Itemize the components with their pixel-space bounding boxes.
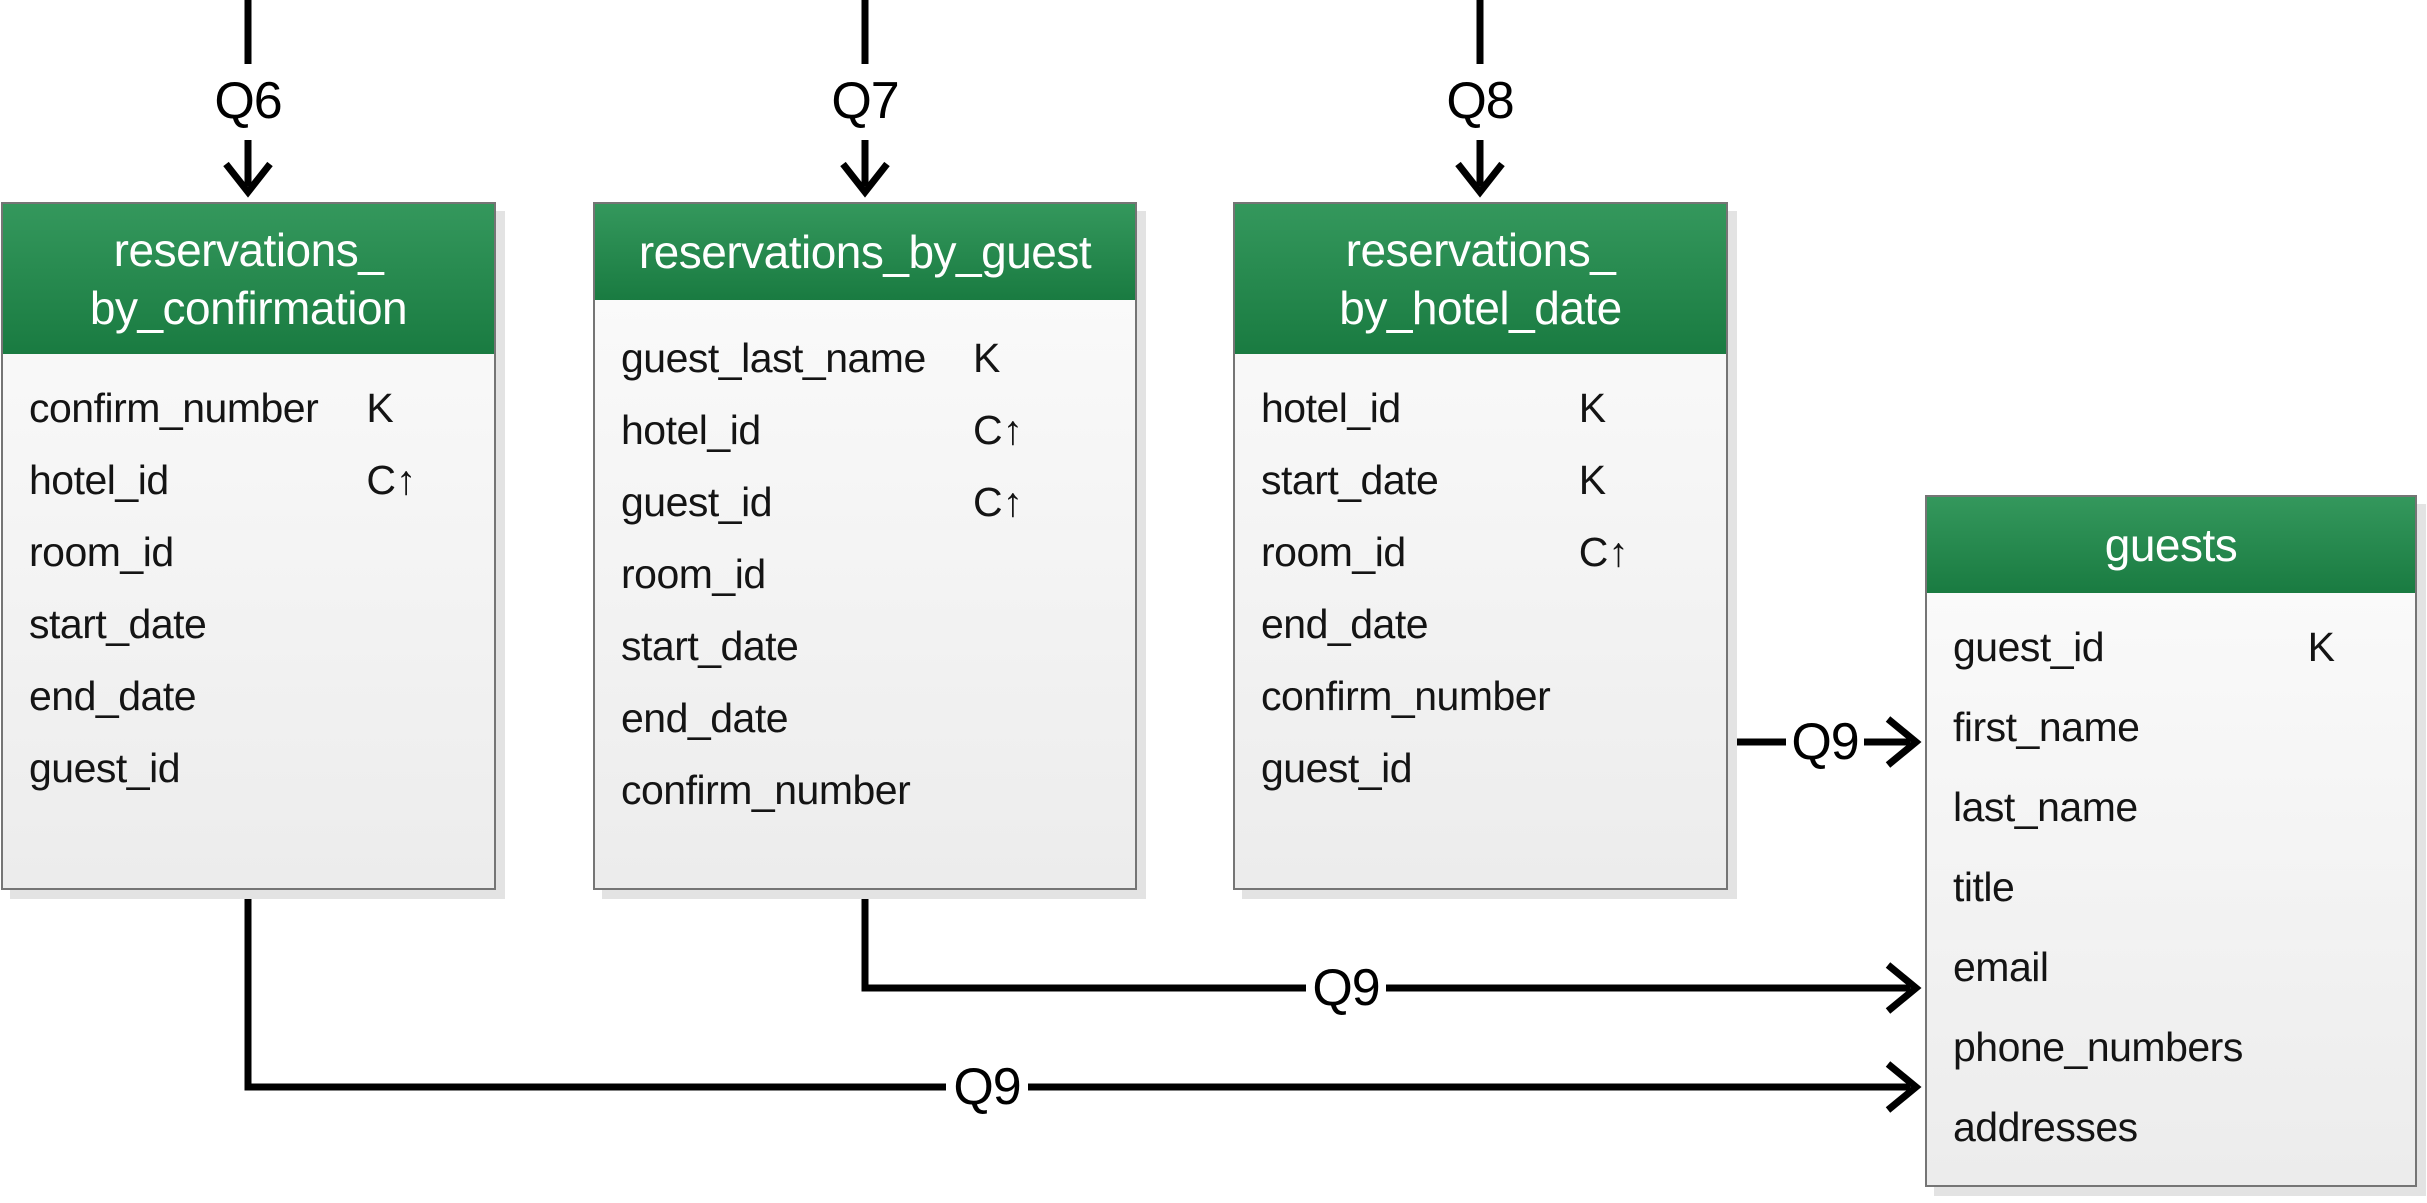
field-key-annotation: C↑ bbox=[973, 407, 1024, 453]
field-row: title bbox=[1927, 847, 2415, 927]
field-name: start_date bbox=[621, 623, 799, 669]
field-row: guest_id bbox=[3, 732, 494, 804]
field-row: start_date K bbox=[1235, 444, 1726, 516]
field-key-annotation: K bbox=[1578, 385, 1607, 431]
q9-label-guest: Q9 bbox=[1312, 959, 1380, 1017]
field-row: guest_id K bbox=[1927, 607, 2415, 687]
field-row: end_date bbox=[1235, 588, 1726, 660]
field-name: addresses bbox=[1953, 1104, 2138, 1150]
field-name: confirm_number bbox=[29, 385, 319, 431]
field-name: guest_id bbox=[1953, 624, 2105, 670]
field-name: start_date bbox=[29, 601, 207, 647]
table-header: guests bbox=[1927, 497, 2415, 593]
q7-label: Q7 bbox=[831, 72, 899, 130]
field-key-annotation: K bbox=[366, 385, 394, 431]
table-title-line: guests bbox=[2104, 519, 2238, 571]
field-row: hotel_id C↑ bbox=[595, 394, 1135, 466]
field-row: email bbox=[1927, 927, 2415, 1007]
field-name: room_id bbox=[621, 551, 766, 597]
field-name: end_date bbox=[621, 695, 789, 741]
field-list: guest_id K first_name last_name title ema… bbox=[1927, 593, 2415, 1167]
field-row: end_date bbox=[3, 660, 494, 732]
field-row: room_id C↑ bbox=[1235, 516, 1726, 588]
field-name: hotel_id bbox=[1261, 385, 1401, 431]
field-name: confirm_number bbox=[621, 767, 911, 813]
table-header: reservations_ by_hotel_date bbox=[1235, 204, 1726, 354]
field-name: end_date bbox=[29, 673, 197, 719]
table-header: reservations_ by_confirmation bbox=[3, 204, 494, 354]
table-header: reservations_by_guest bbox=[595, 204, 1135, 300]
table-title-line: reservations_ bbox=[1345, 224, 1616, 276]
field-name: guest_id bbox=[621, 479, 773, 525]
field-key-annotation: C↑ bbox=[1578, 529, 1629, 575]
field-key-annotation: C↑ bbox=[973, 479, 1024, 525]
table-reservations-by-guest: reservations_by_guest guest_last_name K h… bbox=[593, 202, 1137, 890]
table-title-line: by_confirmation bbox=[89, 282, 408, 334]
field-row: guest_id bbox=[1235, 732, 1726, 804]
field-row: confirm_number bbox=[1235, 660, 1726, 732]
field-name: guest_last_name bbox=[621, 335, 926, 381]
field-row: end_date bbox=[595, 682, 1135, 754]
field-name: phone_numbers bbox=[1953, 1024, 2243, 1070]
field-list: confirm_number K hotel_id C↑ room_id start… bbox=[3, 354, 494, 804]
table-title-line: reservations_ bbox=[113, 224, 384, 276]
field-row: room_id bbox=[595, 538, 1135, 610]
field-row: start_date bbox=[595, 610, 1135, 682]
table-reservations-by-confirmation: reservations_ by_confirmation confirm_nu… bbox=[1, 202, 496, 890]
field-name: start_date bbox=[1261, 457, 1439, 503]
q9-label-hotel-date: Q9 bbox=[1791, 713, 1859, 771]
field-name: room_id bbox=[1261, 529, 1406, 575]
field-key-annotation: K bbox=[2307, 624, 2335, 670]
field-row: hotel_id C↑ bbox=[3, 444, 494, 516]
field-name: hotel_id bbox=[621, 407, 761, 453]
field-row: addresses bbox=[1927, 1087, 2415, 1167]
table-guests: guests guest_id K first_name last_name ti… bbox=[1925, 495, 2417, 1187]
field-name: first_name bbox=[1953, 704, 2140, 750]
field-row: room_id bbox=[3, 516, 494, 588]
q8-label: Q8 bbox=[1446, 72, 1514, 130]
field-key-annotation: C↑ bbox=[366, 457, 417, 503]
q6-label: Q6 bbox=[214, 72, 282, 130]
field-row: confirm_number bbox=[595, 754, 1135, 826]
field-name: last_name bbox=[1953, 784, 2138, 830]
q9-line-confirmation-to-guests bbox=[244, 892, 1922, 1113]
field-row: confirm_number K bbox=[3, 372, 494, 444]
field-row: hotel_id K bbox=[1235, 372, 1726, 444]
field-row: first_name bbox=[1927, 687, 2415, 767]
field-name: confirm_number bbox=[1261, 673, 1551, 719]
field-key-annotation: K bbox=[1578, 457, 1607, 503]
field-row: last_name bbox=[1927, 767, 2415, 847]
field-name: guest_id bbox=[1261, 745, 1413, 791]
q9-line-guest-to-guests bbox=[861, 892, 1922, 1014]
field-row: guest_id C↑ bbox=[595, 466, 1135, 538]
field-name: email bbox=[1953, 944, 2049, 990]
field-name: title bbox=[1953, 864, 2015, 910]
field-name: hotel_id bbox=[29, 457, 169, 503]
table-title-line: by_hotel_date bbox=[1339, 282, 1622, 334]
field-row: guest_last_name K bbox=[595, 322, 1135, 394]
q9-label-confirmation: Q9 bbox=[953, 1058, 1021, 1116]
field-row: start_date bbox=[3, 588, 494, 660]
field-name: guest_id bbox=[29, 745, 181, 791]
field-row: phone_numbers bbox=[1927, 1007, 2415, 1087]
field-name: room_id bbox=[29, 529, 174, 575]
field-key-annotation: K bbox=[973, 335, 1001, 381]
table-title-line: reservations_by_guest bbox=[638, 226, 1092, 278]
field-name: end_date bbox=[1261, 601, 1429, 647]
